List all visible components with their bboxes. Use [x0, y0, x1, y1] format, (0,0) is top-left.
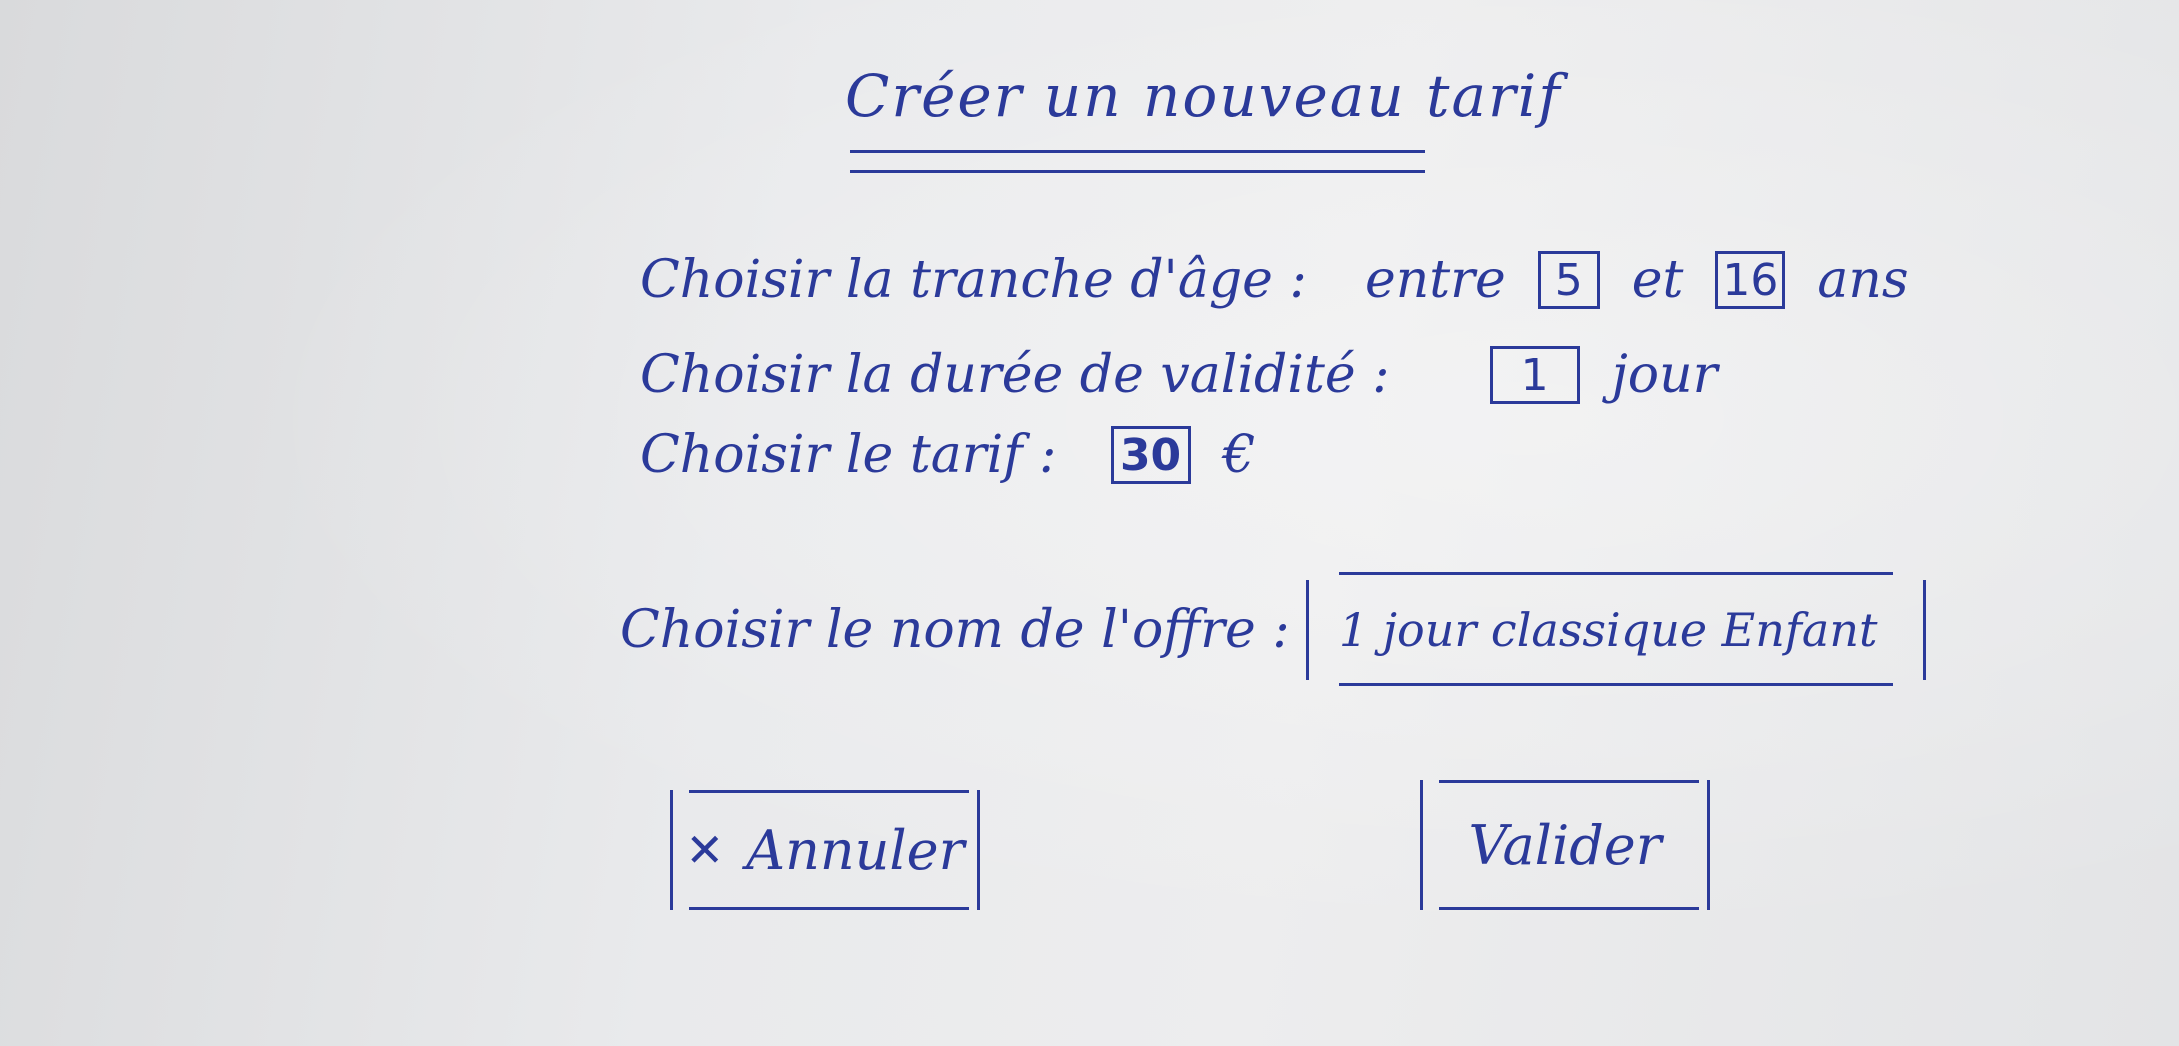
- close-icon: ✕: [685, 823, 725, 877]
- age-max-input[interactable]: 16: [1715, 251, 1786, 309]
- price-currency-text: €: [1222, 425, 1256, 485]
- duration-input[interactable]: 1: [1489, 346, 1580, 404]
- duration-unit-text: jour: [1611, 345, 1718, 405]
- age-unit-text: ans: [1817, 250, 1909, 310]
- validate-button[interactable]: Valider: [1420, 780, 1710, 910]
- cancel-button[interactable]: ✕ Annuler: [670, 790, 980, 910]
- age-min-input[interactable]: 5: [1537, 251, 1600, 309]
- title-underline: [850, 150, 1425, 153]
- offer-name-label: Choisir le nom de l'offre :: [620, 600, 1290, 660]
- age-between-text: entre: [1364, 250, 1506, 310]
- offer-name-input[interactable]: 1 jour classique Enfant: [1305, 572, 1926, 686]
- price-input[interactable]: 30: [1110, 426, 1191, 484]
- age-range-label: Choisir la tranche d'âge :: [640, 250, 1307, 310]
- cancel-button-label: Annuler: [746, 818, 965, 882]
- offer-name-row: Choisir le nom de l'offre : 1 jour class…: [620, 572, 1926, 686]
- age-and-text: et: [1631, 250, 1684, 310]
- price-row: Choisir le tarif : 30 €: [640, 425, 1274, 485]
- duration-label: Choisir la durée de validité :: [640, 345, 1390, 405]
- title-underline-double: [850, 170, 1425, 173]
- price-label: Choisir le tarif :: [640, 425, 1057, 485]
- validate-button-label: Valider: [1468, 813, 1662, 877]
- duration-row: Choisir la durée de validité : 1 jour: [640, 345, 1735, 405]
- age-range-row: Choisir la tranche d'âge : entre 5 et 16…: [640, 250, 1927, 310]
- page-title: Créer un nouveau tarif: [845, 62, 1562, 130]
